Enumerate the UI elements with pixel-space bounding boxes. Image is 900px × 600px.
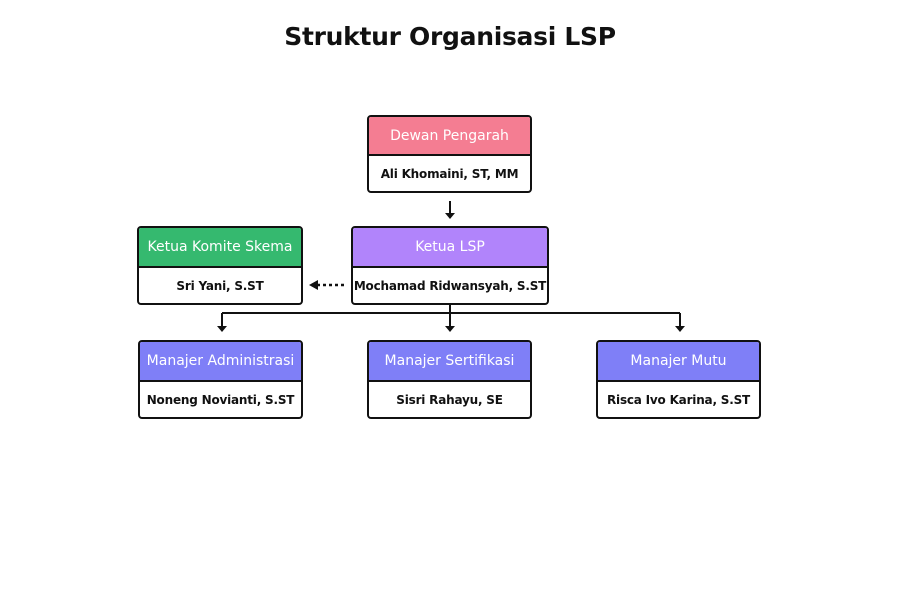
node-role: Ketua Komite Skema — [139, 228, 301, 268]
node-person: Risca Ivo Karina, S.ST — [606, 392, 751, 407]
node-person: Mochamad Ridwansyah, S.ST — [353, 278, 547, 293]
node-person: Sri Yani, S.ST — [176, 278, 264, 293]
arrowhead-ketua-mutu — [675, 326, 685, 332]
node-manajer-administrasi: Manajer Administrasi Noneng Novianti, S.… — [138, 340, 303, 419]
node-person: Ali Khomaini, ST, MM — [380, 166, 519, 181]
arrowhead-ketua-komite — [309, 280, 318, 290]
node-role: Ketua LSP — [353, 228, 547, 268]
arrowhead-dewan-ketua — [445, 213, 455, 219]
node-role: Manajer Mutu — [598, 342, 759, 382]
node-role: Manajer Administrasi — [140, 342, 301, 382]
node-role: Manajer Sertifikasi — [369, 342, 530, 382]
arrowhead-ketua-sert — [445, 326, 455, 332]
node-ketua-lsp: Ketua LSP Mochamad Ridwansyah, S.ST — [351, 226, 549, 305]
node-dewan-pengarah: Dewan Pengarah Ali Khomaini, ST, MM — [367, 115, 532, 193]
page-title: Struktur Organisasi LSP — [284, 22, 616, 51]
node-manajer-sertifikasi: Manajer Sertifikasi Sisri Rahayu, SE — [367, 340, 532, 419]
node-person: Noneng Novianti, S.ST — [146, 392, 295, 407]
node-role: Dewan Pengarah — [369, 117, 530, 156]
node-manajer-mutu: Manajer Mutu Risca Ivo Karina, S.ST — [596, 340, 761, 419]
arrowhead-ketua-admin — [217, 326, 227, 332]
node-ketua-komite-skema: Ketua Komite Skema Sri Yani, S.ST — [137, 226, 303, 305]
node-person: Sisri Rahayu, SE — [396, 392, 503, 407]
